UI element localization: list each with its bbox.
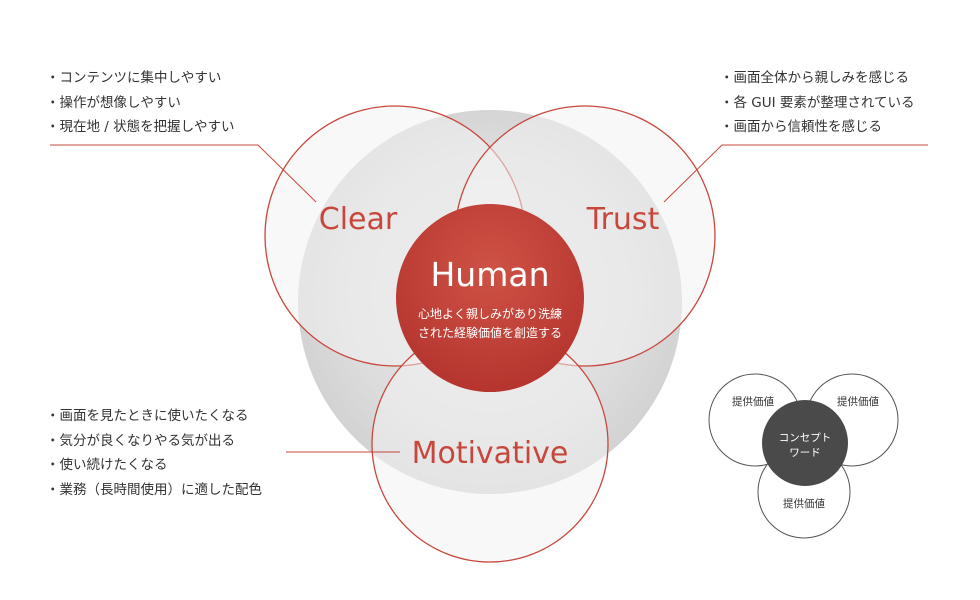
trust-connector-line bbox=[663, 144, 928, 203]
human-circle bbox=[396, 204, 584, 392]
legend-value-label-bottom: 提供価値 bbox=[783, 497, 825, 510]
legend-concept-circle bbox=[762, 400, 848, 486]
legend-concept-line-2: ワード bbox=[789, 447, 821, 459]
trust-label: Trust bbox=[586, 202, 660, 237]
list-item: 業務（長時間使用）に適した配色 bbox=[46, 478, 263, 503]
list-item: コンテンツに集中しやすい bbox=[46, 66, 235, 91]
trust-bullet-list: 画面全体から親しみを感じる 各 GUI 要素が整理されている 画面から信頼性を感… bbox=[720, 66, 915, 140]
human-title: Human bbox=[430, 255, 549, 294]
list-item: 画面全体から親しみを感じる bbox=[720, 66, 915, 91]
legend-diagram: 提供価値 提供価値 提供価値 コンセプト ワード bbox=[708, 373, 899, 539]
list-item: 現在地 / 状態を把握しやすい bbox=[46, 115, 235, 140]
list-item: 画面から信頼性を感じる bbox=[720, 115, 915, 140]
list-item: 操作が想像しやすい bbox=[46, 91, 235, 116]
clear-label: Clear bbox=[319, 202, 398, 237]
human-description-line-1: 心地よく親しみがあり洗練 bbox=[418, 306, 562, 321]
list-item: 気分が良くなりやる気が出る bbox=[46, 429, 262, 454]
motivative-label: Motivative bbox=[412, 436, 569, 471]
list-item: 各 GUI 要素が整理されている bbox=[720, 91, 915, 116]
clear-bullet-list: コンテンツに集中しやすい 操作が想像しやすい 現在地 / 状態を把握しやすい bbox=[46, 66, 235, 140]
list-item: 使い続けたくなる bbox=[46, 453, 262, 478]
legend-concept-line-1: コンセプト bbox=[779, 432, 832, 444]
legend-value-label-right: 提供価値 bbox=[837, 395, 879, 408]
motivative-bullet-list: 画面を見たときに使いたくなる 気分が良くなりやる気が出る 使い続けたくなる 業務… bbox=[46, 404, 263, 503]
clear-connector-line bbox=[50, 144, 317, 203]
human-description-line-2: された経験価値を創造する bbox=[418, 325, 562, 340]
list-item: 画面を見たときに使いたくなる bbox=[46, 404, 262, 429]
legend-value-label-left: 提供価値 bbox=[732, 395, 774, 408]
